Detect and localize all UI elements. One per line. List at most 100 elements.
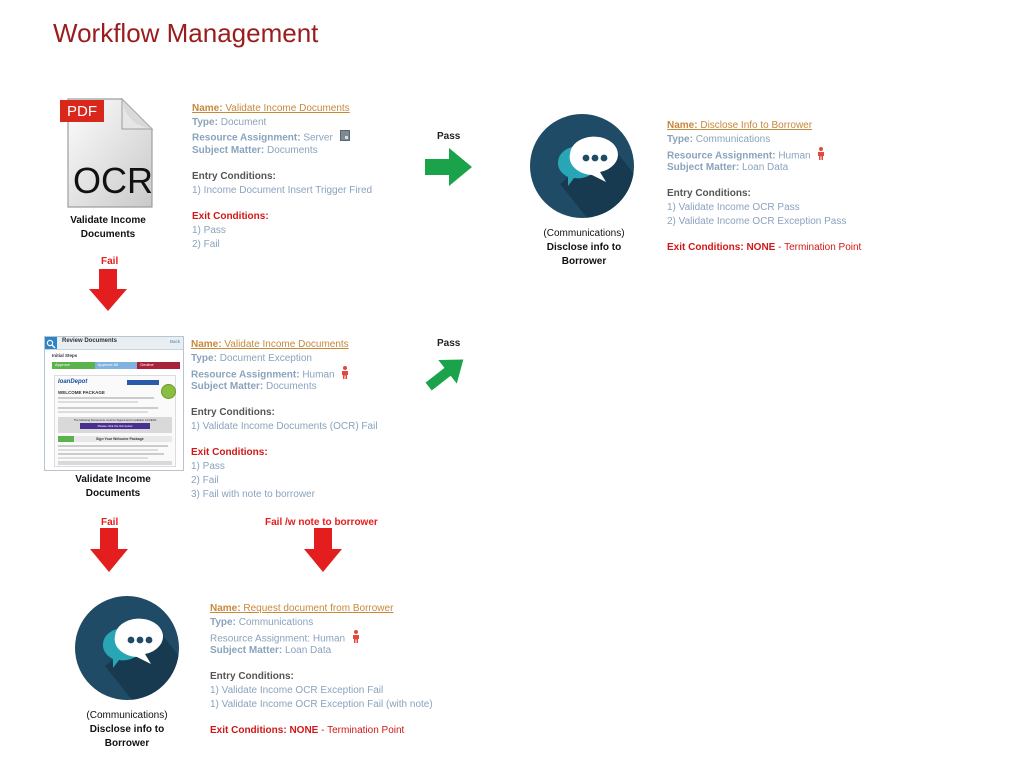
subject-label: Subject Matter: xyxy=(192,145,265,156)
exit-label: Exit Conditions: xyxy=(191,447,268,458)
exit-value: NONE xyxy=(746,242,776,253)
type-value: Communications xyxy=(695,134,771,145)
ocr-text: OCR xyxy=(73,160,153,201)
name-value: Request document from Borrower xyxy=(243,603,394,614)
caption-line: Validate Income xyxy=(75,474,151,485)
notice-text: The following Documents must be Signed a… xyxy=(73,418,157,422)
human-icon xyxy=(352,630,360,648)
search-icon xyxy=(45,337,57,349)
entry-label: Entry Conditions: xyxy=(667,188,751,199)
pass-label: Pass xyxy=(437,131,461,142)
communications-chat-icon xyxy=(530,114,634,218)
subject-value: Loan Data xyxy=(742,162,789,173)
exit-suffix: - Termination Point xyxy=(775,242,862,253)
entry-label: Entry Conditions: xyxy=(191,407,275,418)
subject-value: Loan Data xyxy=(285,645,332,656)
welcome-heading: WELCOME PACKAGE xyxy=(58,390,105,395)
entry-label: Entry Conditions: xyxy=(210,671,294,682)
exit-item: 1) Pass xyxy=(192,225,226,236)
human-icon xyxy=(817,147,825,165)
exit-item: 2) Fail xyxy=(192,239,220,250)
name-value: Validate Income Documents xyxy=(224,339,349,350)
node-details-validate-income-ocr: Name: Validate Income Documents Type: Do… xyxy=(192,102,372,252)
subject-label: Subject Matter: xyxy=(191,381,264,392)
exit-label: Exit Conditions: xyxy=(667,242,744,253)
type-value: Document Exception xyxy=(219,353,312,364)
caption-line: Disclose info to xyxy=(89,724,165,735)
review-header: Review Documents xyxy=(62,338,118,344)
entry-item: 2) Validate Income OCR Exception Pass xyxy=(667,216,847,227)
resource-label: Resource Assignment: xyxy=(667,150,776,162)
subject-value: Documents xyxy=(266,381,317,392)
subject-label: Subject Matter: xyxy=(210,645,283,656)
exit-item: 1) Pass xyxy=(191,461,225,472)
pdf-ocr-icon: PDF OCR xyxy=(58,95,158,210)
server-icon xyxy=(339,130,350,146)
type-label: Type: xyxy=(191,353,217,364)
page-title: Workflow Management xyxy=(53,18,319,48)
entry-label: Entry Conditions: xyxy=(192,171,276,182)
notice-button: Please click the link below xyxy=(80,423,150,429)
resource-label: Resource Assignment: xyxy=(210,633,311,645)
green-right-arrow-icon xyxy=(425,148,473,191)
red-down-arrow-icon xyxy=(89,269,127,316)
fail-label: Fail xyxy=(101,256,119,267)
review-documents-screenshot: Review Documents Back Initial Steps Appr… xyxy=(44,336,184,471)
resource-value: Server xyxy=(303,132,333,144)
review-node-caption: Validate Income Documents xyxy=(53,473,173,501)
entry-item: 1) Validate Income OCR Pass xyxy=(667,202,800,213)
subject-label: Subject Matter: xyxy=(667,162,740,173)
entry-item: 1) Validate Income Documents (OCR) Fail xyxy=(191,421,378,432)
caption-line: Borrower xyxy=(561,256,607,267)
type-value: Document xyxy=(220,117,267,128)
human-icon xyxy=(341,366,349,384)
comm2-caption: (Communications) Disclose info to Borrow… xyxy=(67,709,187,751)
exit-label: Exit Conditions: xyxy=(210,725,287,736)
exit-item: 2) Fail xyxy=(191,475,219,486)
green-diagonal-arrow-icon xyxy=(422,352,470,399)
name-label: Name: xyxy=(191,339,222,350)
exit-suffix: - Termination Point xyxy=(318,725,405,736)
resource-label: Resource Assignment: xyxy=(191,369,300,381)
node-details-request-document: Name: Request document from Borrower Typ… xyxy=(210,602,433,738)
caption-line: Borrower xyxy=(104,738,150,749)
exit-label: Exit Conditions: xyxy=(192,211,269,222)
red-down-arrow-icon xyxy=(90,528,128,577)
resource-value: Human xyxy=(778,150,811,162)
fail-label: Fail xyxy=(101,517,119,528)
approve-button: Approve xyxy=(52,362,95,369)
node-details-disclose-info: Name: Disclose Info to Borrower Type: Co… xyxy=(667,119,861,255)
loandepot-logo: loanDepot xyxy=(58,379,88,385)
pass-label: Pass xyxy=(437,338,461,349)
fail-note-label: Fail /w note to borrower xyxy=(265,517,378,528)
entry-item: 1) Validate Income OCR Exception Fail (w… xyxy=(210,699,433,710)
exit-value: NONE xyxy=(289,725,319,736)
name-label: Name: xyxy=(192,103,223,114)
decline-button: Decline xyxy=(137,362,181,369)
caption-line: Documents xyxy=(80,229,136,240)
type-label: Type: xyxy=(667,134,693,145)
ocr-node-caption: Validate Income Documents xyxy=(48,214,168,242)
type-value: Communications xyxy=(238,617,314,628)
name-label: Name: xyxy=(667,120,698,131)
communications-chat-icon xyxy=(75,596,179,700)
name-value: Validate Income Documents xyxy=(225,103,350,114)
subject-value: Documents xyxy=(267,145,318,156)
resource-value: Human xyxy=(302,369,335,381)
red-down-arrow-icon xyxy=(304,528,342,577)
approve-all-button: Approve All xyxy=(94,362,138,369)
exit-item: 3) Fail with note to borrower xyxy=(191,489,315,500)
resource-value: Human xyxy=(312,633,346,645)
entry-item: 1) Validate Income OCR Exception Fail xyxy=(210,685,384,696)
comm1-caption: (Communications) Disclose info to Borrow… xyxy=(524,227,644,269)
caption-line: Validate Income xyxy=(70,215,146,226)
entry-item: 1) Income Document Insert Trigger Fired xyxy=(192,185,373,196)
caption-line: (Communications) xyxy=(86,710,168,721)
name-value: Disclose Info to Borrower xyxy=(700,120,813,131)
caption-line: Documents xyxy=(85,488,141,499)
caption-line: (Communications) xyxy=(543,228,625,239)
name-label: Name: xyxy=(210,603,241,614)
back-link: Back xyxy=(169,339,180,344)
sign-heading: Sign Your Welcome Package xyxy=(96,437,144,441)
pdf-tag: PDF xyxy=(67,103,97,120)
